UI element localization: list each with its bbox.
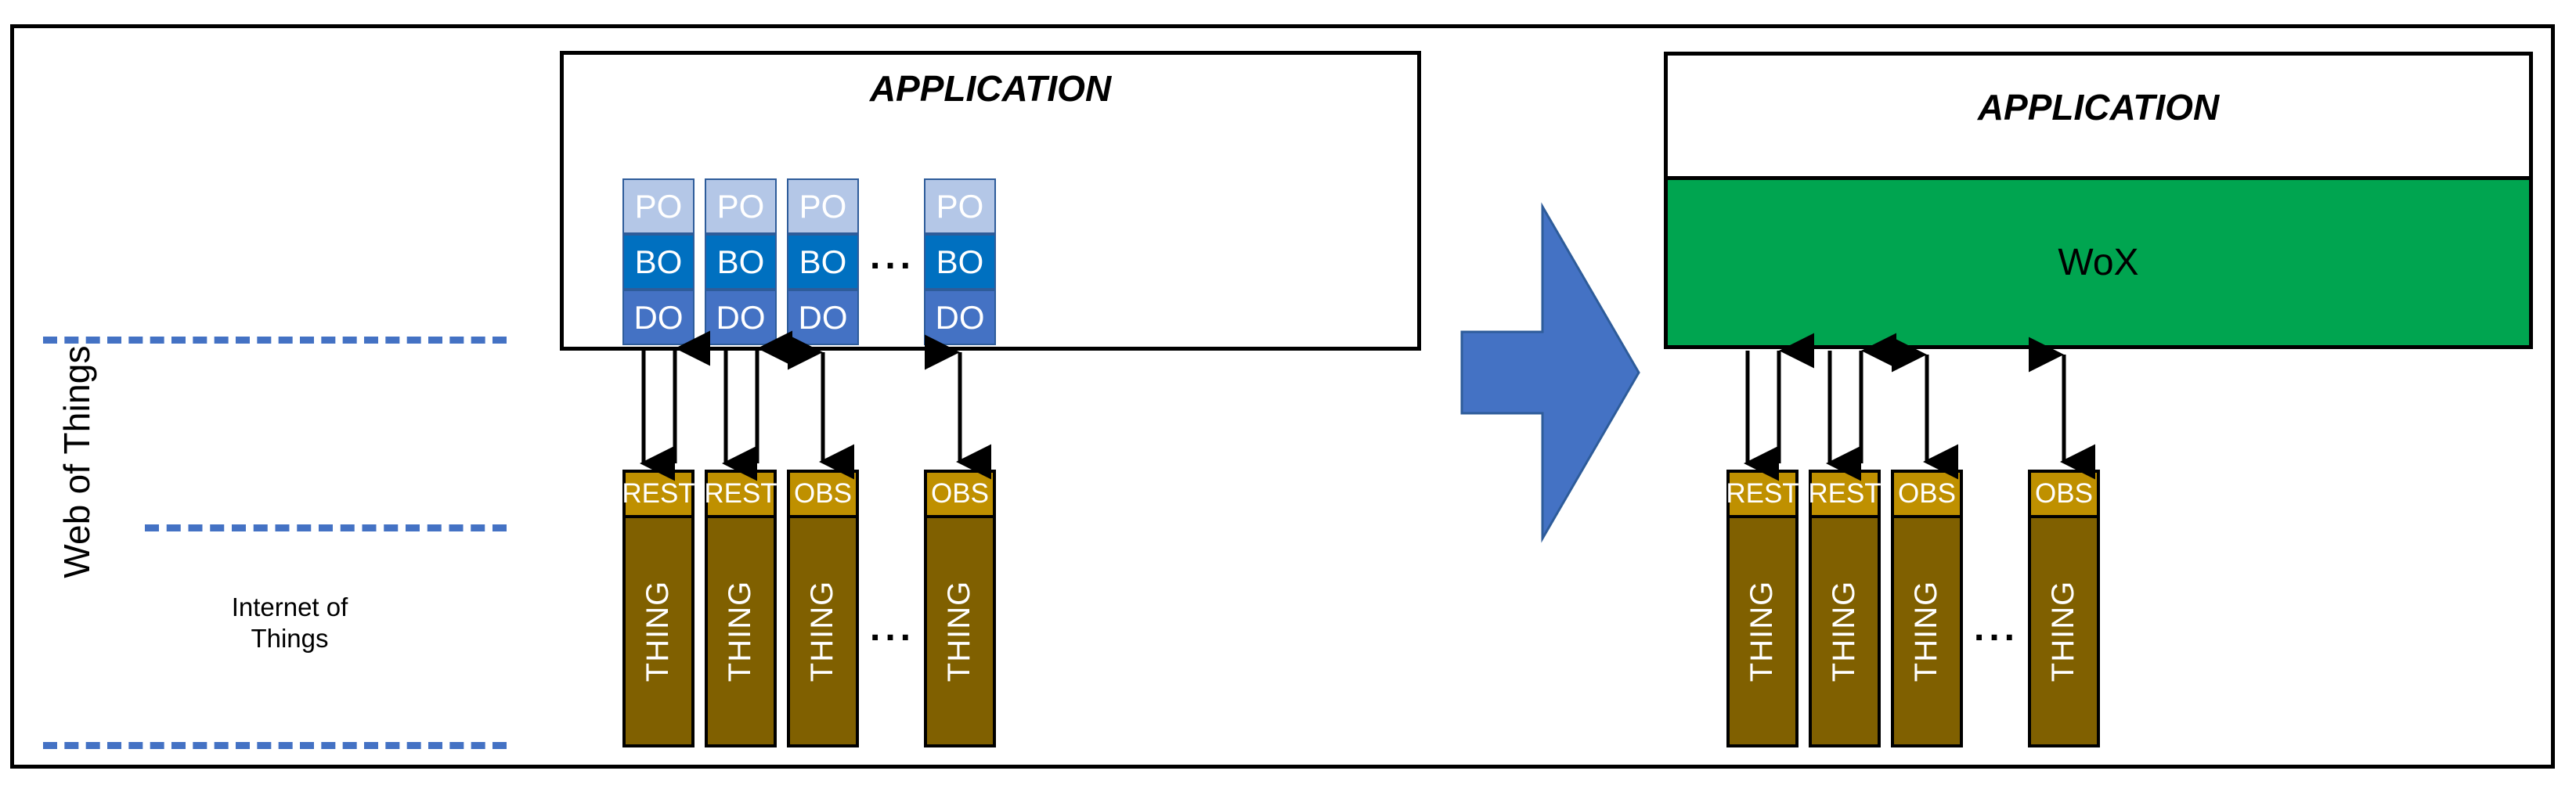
object-stack-1: PO BO DO bbox=[622, 178, 695, 345]
thing-label: THING bbox=[805, 580, 840, 683]
thing-label: THING bbox=[1744, 580, 1780, 683]
thing-body: THING bbox=[787, 518, 859, 747]
do-cell: DO bbox=[622, 290, 695, 345]
thing-body: THING bbox=[924, 518, 996, 747]
wox-band: WoX bbox=[1664, 176, 2533, 349]
bo-cell: BO bbox=[622, 234, 695, 290]
thing-label: THING bbox=[640, 580, 676, 683]
internet-of-things-label: Internet of Things bbox=[188, 592, 391, 654]
thing-column-right-4: OBS THING bbox=[2028, 470, 2100, 747]
do-cell: DO bbox=[924, 290, 996, 345]
thing-ellipsis-left: ... bbox=[869, 607, 915, 649]
do-cell: DO bbox=[787, 290, 859, 345]
interface-badge: REST bbox=[622, 470, 695, 518]
interface-badge: REST bbox=[1726, 470, 1799, 518]
thing-body: THING bbox=[1809, 518, 1881, 747]
po-cell: PO bbox=[622, 178, 695, 234]
thing-label: THING bbox=[1909, 580, 1944, 683]
bo-cell: BO bbox=[705, 234, 777, 290]
po-cell: PO bbox=[924, 178, 996, 234]
dashed-line-top bbox=[43, 337, 507, 344]
interface-badge: OBS bbox=[2028, 470, 2100, 518]
thing-column-4: OBS THING bbox=[924, 470, 996, 747]
bo-cell: BO bbox=[787, 234, 859, 290]
web-of-things-label: Web of Things bbox=[56, 345, 97, 578]
object-stack-2: PO BO DO bbox=[705, 178, 777, 345]
thing-label: THING bbox=[942, 580, 977, 683]
interface-badge: OBS bbox=[924, 470, 996, 518]
iot-line-2: Things bbox=[251, 624, 329, 653]
application-title-right: APPLICATION bbox=[1977, 87, 2220, 128]
object-stack-ellipsis: ... bbox=[869, 236, 915, 277]
dashed-line-middle bbox=[145, 524, 507, 531]
thing-label: THING bbox=[723, 580, 758, 683]
thing-body: THING bbox=[622, 518, 695, 747]
bo-cell: BO bbox=[924, 234, 996, 290]
po-cell: PO bbox=[787, 178, 859, 234]
application-title-left: APPLICATION bbox=[869, 68, 1112, 109]
thing-column-3: OBS THING bbox=[787, 470, 859, 747]
interface-badge: REST bbox=[704, 470, 777, 518]
thing-body: THING bbox=[705, 518, 777, 747]
thing-ellipsis-right: ... bbox=[1973, 607, 2019, 649]
wox-label: WoX bbox=[2058, 242, 2139, 283]
iot-line-1: Internet of bbox=[231, 592, 348, 621]
interface-badge: OBS bbox=[1891, 470, 1963, 518]
thing-label: THING bbox=[1827, 580, 1862, 683]
thing-column-right-2: REST THING bbox=[1808, 470, 1881, 747]
transition-arrow-icon bbox=[1460, 202, 1640, 543]
object-stack-3: PO BO DO bbox=[787, 178, 859, 345]
po-cell: PO bbox=[705, 178, 777, 234]
thing-column-right-3: OBS THING bbox=[1891, 470, 1963, 747]
thing-column-2: REST THING bbox=[704, 470, 777, 747]
thing-column-1: REST THING bbox=[622, 470, 695, 747]
dashed-line-bottom bbox=[43, 742, 507, 749]
thing-column-right-1: REST THING bbox=[1726, 470, 1799, 747]
thing-body: THING bbox=[1726, 518, 1799, 747]
interface-badge: REST bbox=[1808, 470, 1881, 518]
thing-label: THING bbox=[2046, 580, 2081, 683]
do-cell: DO bbox=[705, 290, 777, 345]
interface-badge: OBS bbox=[787, 470, 859, 518]
object-stack-4: PO BO DO bbox=[924, 178, 996, 345]
thing-body: THING bbox=[1891, 518, 1963, 747]
thing-body: THING bbox=[2028, 518, 2100, 747]
